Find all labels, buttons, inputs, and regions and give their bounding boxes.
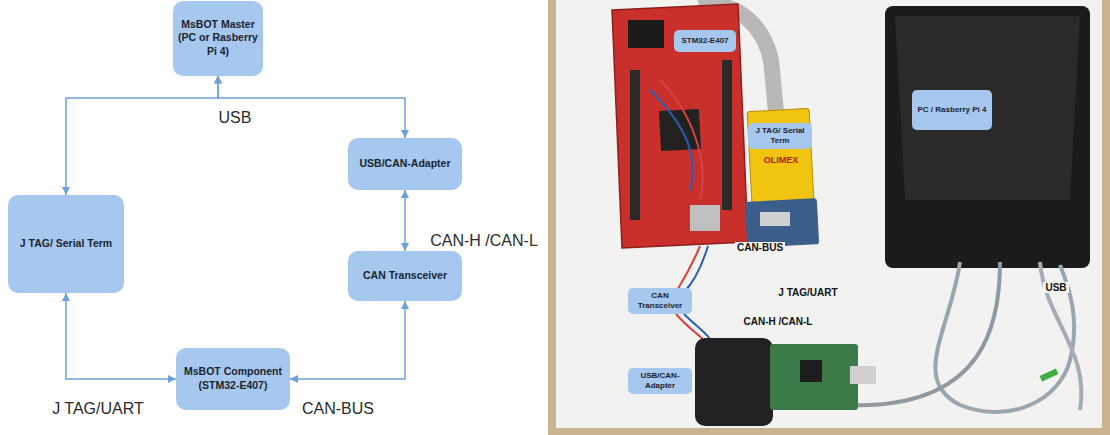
photo-tag: CAN Transceiver: [628, 288, 692, 313]
photo-tag: STM32-E407: [674, 30, 736, 52]
node-text: MsBOT Master (PC or Rasberry Pi 4): [178, 18, 258, 59]
photo-tag: USB/CAN-Adapter: [628, 368, 692, 393]
usb-cable: [935, 262, 1074, 412]
node-text: CAN Transceiver: [363, 269, 447, 283]
connector-label: CAN-BUS: [300, 400, 376, 418]
photo-label: CAN-BUS: [735, 242, 785, 253]
jtag-adapter: [745, 108, 819, 247]
connector: [66, 293, 176, 379]
connector: [218, 76, 405, 139]
can-wire: [684, 246, 708, 292]
adapter-box: USB/CAN-Adapter: [348, 138, 462, 190]
node-text: STM32-E407: [681, 36, 728, 46]
photo-label: CAN-H /CAN-L: [742, 316, 815, 327]
node-text: PC / Rasberry Pi 4: [918, 105, 987, 115]
node-text: J TAG/ Serial Term: [20, 237, 112, 251]
bus-label: USB: [217, 109, 254, 127]
pc-box: [885, 6, 1090, 268]
connector: [404, 190, 406, 251]
can-wire: [684, 314, 712, 342]
stm32-board: [612, 4, 748, 248]
transceiver-box: CAN Transceiver: [348, 251, 462, 301]
white-sheet: [556, 0, 1102, 428]
connector: [290, 301, 405, 379]
component-box: MsBOT Component (STM32-E407): [176, 348, 290, 410]
wood-table: [548, 0, 1110, 435]
node-text: MsBOT Component (STM32-E407): [181, 365, 285, 392]
connector-label: J TAG/UART: [50, 400, 146, 418]
brand-label: OLIMEX: [762, 155, 801, 165]
connector-label: CAN-H /CAN-L: [428, 232, 540, 250]
photo-label: USB: [1043, 282, 1068, 293]
cable-tie: [1040, 368, 1059, 381]
photo-tag: PC / Rasberry Pi 4: [912, 90, 992, 130]
node-text: J TAG/ Serial Term: [751, 126, 809, 145]
node-text: USB/CAN-Adapter: [631, 371, 689, 390]
photo-tag: J TAG/ Serial Term: [748, 123, 812, 148]
connector: [66, 76, 218, 196]
terminal-box: J TAG/ Serial Term: [8, 195, 124, 293]
can-wire: [676, 246, 700, 292]
usb-cable: [1040, 262, 1081, 410]
node-text: USB/CAN-Adapter: [359, 157, 450, 171]
usb-can-adapter: [695, 338, 876, 426]
master-box: MsBOT Master (PC or Rasberry Pi 4): [173, 1, 263, 76]
node-text: CAN Transceiver: [631, 291, 689, 310]
photo-label: J TAG/UART: [776, 287, 839, 298]
